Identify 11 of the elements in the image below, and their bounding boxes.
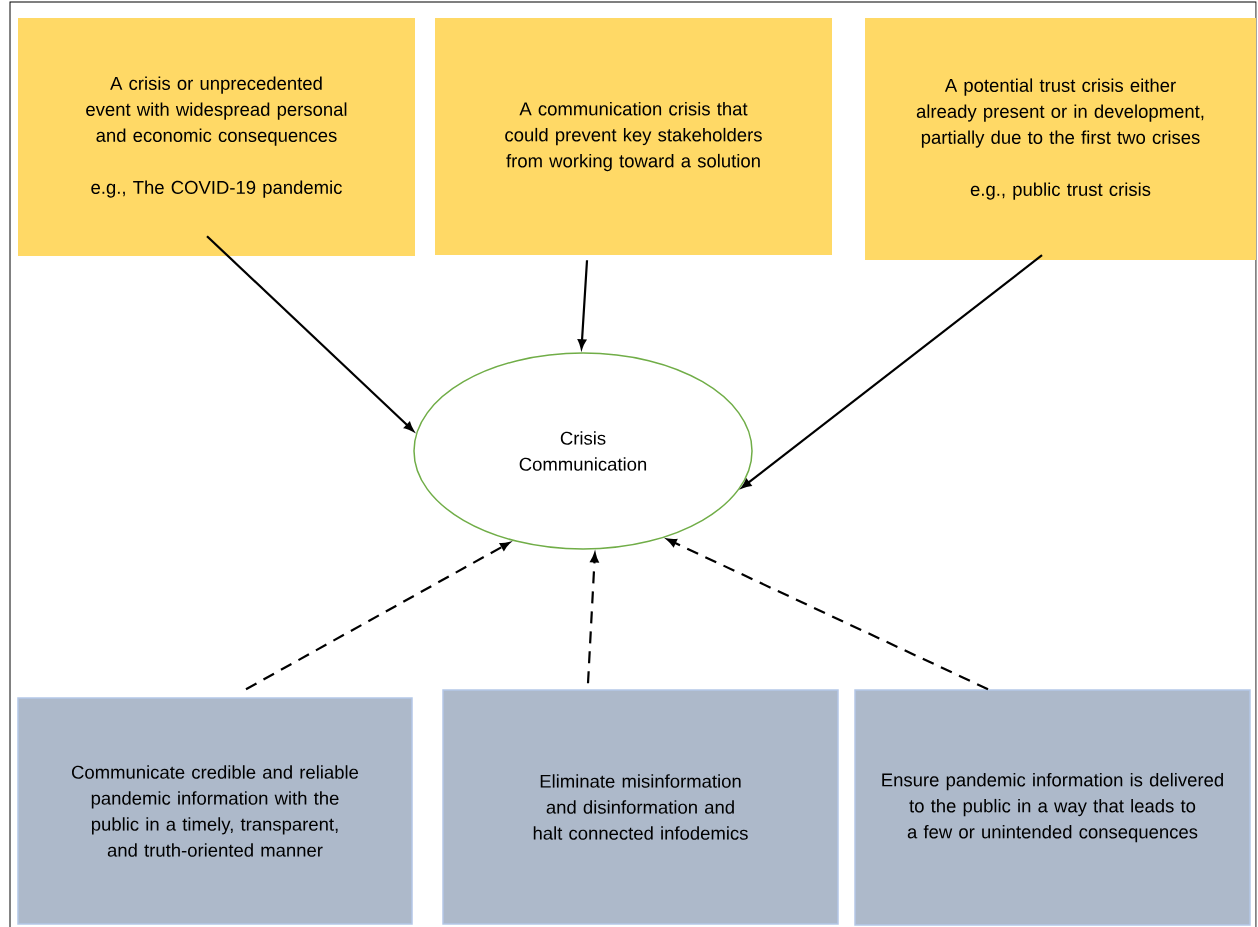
- arrow: [666, 538, 989, 691]
- text-box: Eliminate misinformation and disinformation and halt connected infodemics: [442, 689, 839, 925]
- text-box: Communicate credible and reliable pandemic information with the public in a timely, transparent, and truth-oriented manner: [17, 697, 413, 925]
- text-box: A potential trust crisis either already present or in development, partially due to the first two crises e.g., public trust crisis: [865, 18, 1256, 260]
- arrow: [741, 254, 1043, 489]
- arrow: [206, 235, 414, 432]
- text-box: A crisis or unprecedented event with widespread personal and economic consequences e.g., The COVID-19 pandemic: [18, 18, 415, 256]
- arrow: [586, 552, 599, 684]
- text-box: Ensure pandemic information is delivered to the public in a way that leads to a few or unintended consequences: [854, 689, 1251, 926]
- text-box: A communication crisis that could prevent key stakeholders from working toward a solution: [435, 18, 832, 255]
- arrow: [245, 541, 510, 691]
